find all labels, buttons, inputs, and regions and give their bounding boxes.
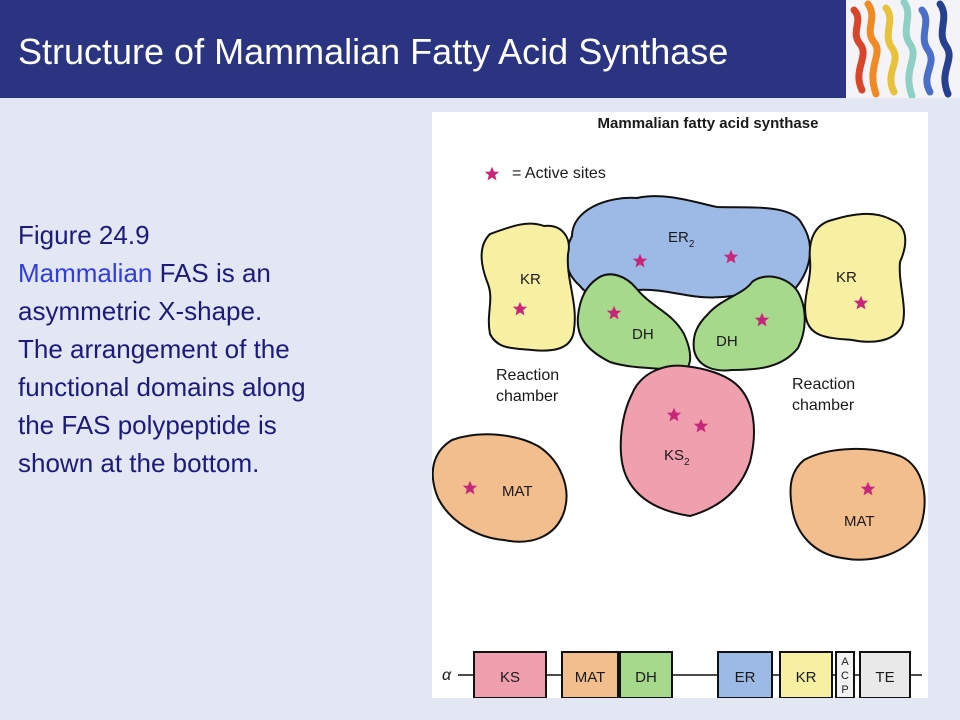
protein-structure-icon bbox=[846, 0, 960, 98]
polypeptide-dh-box bbox=[619, 651, 673, 698]
ks-domain-label: KS2 bbox=[664, 447, 690, 468]
diagram-title: Mammalian fatty acid synthase bbox=[598, 115, 819, 132]
caption-highlight: Mammalian bbox=[18, 258, 153, 288]
caption-figure-label: Figure 24.9 bbox=[18, 220, 150, 250]
kr-left-label: KR bbox=[520, 271, 541, 288]
caption-line-1-rest: FAS is an bbox=[152, 258, 271, 288]
polypeptide-te-label: TE bbox=[875, 669, 894, 686]
dh-right-label: DH bbox=[716, 333, 738, 350]
caption-line-2: asymmetric X-shape. bbox=[18, 296, 263, 326]
mat-left-label: MAT bbox=[502, 483, 533, 500]
dh-left-label: DH bbox=[632, 326, 654, 343]
polypeptide-mat-label: MAT bbox=[575, 669, 606, 686]
er-domain-label: ER2 bbox=[668, 229, 695, 250]
caption-line-1: Mammalian FAS is an bbox=[18, 254, 418, 292]
figure-caption: Figure 24.9 Mammalian FAS is an asymmetr… bbox=[18, 216, 418, 482]
fas-diagram: Mammalian fatty acid synthase = Active s… bbox=[432, 112, 928, 698]
fas-diagram-svg: Mammalian fatty acid synthase = Active s… bbox=[432, 115, 926, 698]
polypeptide-mat-box bbox=[561, 651, 619, 698]
polypeptide-acp-p: P bbox=[841, 684, 848, 696]
ks-domain bbox=[619, 364, 755, 518]
kr-right-domain bbox=[804, 213, 907, 343]
reaction-chamber-left-2: chamber bbox=[496, 388, 559, 405]
dh-right-domain bbox=[692, 275, 806, 372]
reaction-chamber-right-1: Reaction bbox=[792, 376, 855, 393]
polypeptide-acp-c: C bbox=[841, 670, 849, 682]
polypeptide-kr-box bbox=[779, 651, 833, 698]
slide-title: Structure of Mammalian Fatty Acid Syntha… bbox=[18, 31, 729, 72]
polypeptide-acp-box bbox=[835, 651, 855, 698]
polypeptide-dh-label: DH bbox=[635, 669, 657, 686]
polypeptide-acp-a: A bbox=[841, 656, 849, 668]
legend-star-icon bbox=[484, 166, 500, 181]
caption-line-4: functional domains along bbox=[18, 372, 306, 402]
polypeptide-er-box bbox=[717, 651, 773, 698]
kr-left-domain bbox=[480, 222, 576, 352]
polypeptide-er-label: ER bbox=[735, 669, 756, 686]
polypeptide-ks-box bbox=[473, 651, 547, 698]
legend-text: = Active sites bbox=[512, 165, 606, 182]
alpha-label: α bbox=[442, 667, 452, 684]
polypeptide-te-box bbox=[859, 651, 911, 698]
polypeptide-ks-label: KS bbox=[500, 669, 520, 686]
caption-line-6: shown at the bottom. bbox=[18, 448, 260, 478]
kr-right-label: KR bbox=[836, 269, 857, 286]
mat-right-domain bbox=[789, 447, 926, 561]
reaction-chamber-right-2: chamber bbox=[792, 397, 855, 414]
mat-right-label: MAT bbox=[844, 513, 875, 530]
reaction-chamber-left-1: Reaction bbox=[496, 367, 559, 384]
caption-line-5: the FAS polypeptide is bbox=[18, 410, 277, 440]
header-bar: Structure of Mammalian Fatty Acid Syntha… bbox=[0, 0, 960, 98]
mat-left-domain bbox=[432, 433, 568, 543]
caption-line-3: The arrangement of the bbox=[18, 334, 290, 364]
polypeptide-kr-label: KR bbox=[796, 669, 817, 686]
